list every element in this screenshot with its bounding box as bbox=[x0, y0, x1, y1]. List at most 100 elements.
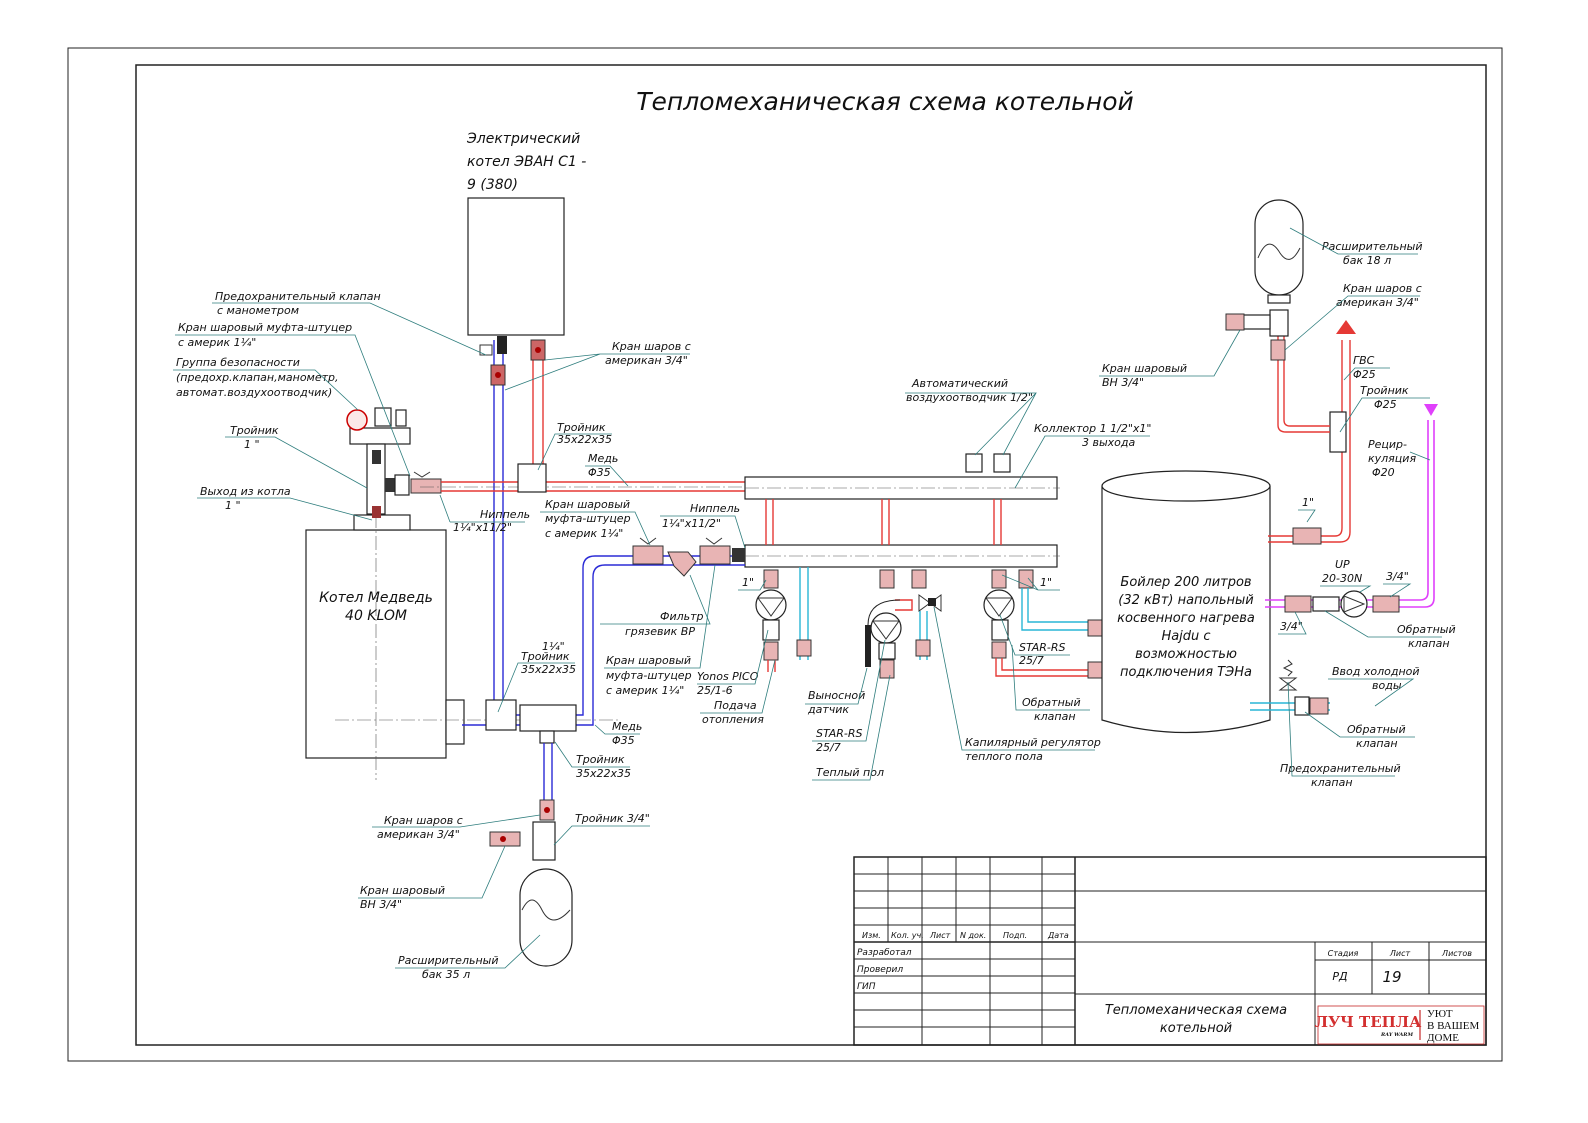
label-tee-25: Тройник bbox=[1360, 384, 1409, 397]
tb-role-checker: Проверил bbox=[857, 965, 903, 975]
dhw-label-4: Hajdu с bbox=[1161, 629, 1210, 644]
tb-header-kol: Кол. уч. bbox=[891, 931, 924, 940]
tee-fitting bbox=[517, 463, 547, 493]
label-collector: Коллектор 1 1/2"x1" bbox=[1034, 422, 1151, 435]
tee-fitting bbox=[1329, 411, 1347, 453]
label-exp-tank-35-2: бак 35 л bbox=[422, 968, 470, 981]
label-pump-star-boiler: STAR-RS bbox=[1019, 641, 1065, 654]
logo-sub: RAY WARM bbox=[1380, 1032, 1413, 1038]
company-logo: ЛУЧ ТЕПЛА RAY WARM УЮТ В ВАШЕМ ДОМЕ bbox=[1315, 1005, 1485, 1045]
label-check-valve-mid: Обратный bbox=[1022, 696, 1081, 709]
pressure-gauge-icon bbox=[346, 409, 368, 431]
label-nipple-left: Ниппель bbox=[480, 508, 530, 521]
label-ball-valve-union-2: с америк 1¼" bbox=[178, 336, 256, 349]
label-size-1in-c: 1" bbox=[1302, 496, 1314, 509]
dhw-label-5: возможностью bbox=[1135, 647, 1237, 662]
expansion-tank-35 bbox=[489, 799, 573, 967]
label-check-valve-mid-2: клапан bbox=[1034, 710, 1076, 723]
tb-sheets-label: Листов bbox=[1441, 949, 1472, 958]
label-tee-34: Тройник 3/4" bbox=[575, 812, 650, 825]
label-size-1in-b: 1" bbox=[1040, 576, 1052, 589]
label-check-valve-recirc: Обратный bbox=[1397, 623, 1456, 636]
logo-name: ЛУЧ ТЕПЛА bbox=[1315, 1013, 1422, 1031]
outer-frame bbox=[67, 47, 1503, 1062]
label-exp-tank-18: Расширительный bbox=[1322, 240, 1422, 253]
label-boiler-outlet: Выход из котла bbox=[200, 485, 291, 498]
return-valves bbox=[632, 537, 745, 577]
pipe-recirculation bbox=[1265, 420, 1429, 601]
air-vent-icon bbox=[374, 407, 392, 427]
label-safety-group-2: (предохр.клапан,манометр, bbox=[176, 371, 339, 384]
label-safety-valve-gauge-2: с манометром bbox=[217, 304, 299, 317]
label-exp-tank-18-2: бак 18 л bbox=[1343, 254, 1391, 267]
remote-sensor-icon bbox=[865, 625, 871, 667]
label-filter-2: грязевик ВР bbox=[625, 625, 695, 638]
collector bbox=[744, 453, 1060, 568]
tb-sheet-label: Лист bbox=[1389, 949, 1411, 958]
label-cold-water-2: воды bbox=[1372, 679, 1402, 692]
tb-drawing-name-2: котельной bbox=[1160, 1021, 1232, 1036]
electric-boiler-label-1: Электрический bbox=[466, 131, 580, 147]
pipe-return-main bbox=[500, 555, 745, 716]
label-tee-35-lower-2: 35x22x35 bbox=[576, 767, 631, 780]
label-nipple-left-2: 1¼"x11/2" bbox=[453, 521, 512, 534]
label-copper-top-2: Φ35 bbox=[588, 466, 611, 479]
label-tee-35-bottom: Тройник bbox=[521, 650, 570, 663]
label-capillary-regulator: Капилярный регулятор bbox=[965, 736, 1101, 749]
label-safety-valve-2: клапан bbox=[1311, 776, 1353, 789]
label-valve-union-low-2: муфта-штуцер bbox=[606, 669, 692, 682]
electric-boiler-label-3: 9 (380) bbox=[467, 177, 518, 193]
label-valve-american-bottom: Кран шаров с bbox=[384, 814, 463, 827]
label-safety-valve-gauge: Предохранительный клапан bbox=[215, 290, 381, 303]
arrow-up-icon bbox=[1336, 320, 1356, 334]
label-tee-35-lower: Тройник bbox=[576, 753, 625, 766]
label-tee-1-2: 1 " bbox=[244, 438, 260, 451]
tb-header-list: Лист bbox=[929, 931, 951, 940]
main-boiler-label-1: Котел Медведь bbox=[319, 590, 433, 606]
label-safety-valve: Предохранительный bbox=[1280, 762, 1401, 775]
electric-boiler-label-2: котел ЭВАН С1 - bbox=[467, 154, 586, 170]
label-recirc-2: куляция bbox=[1368, 452, 1416, 465]
tb-header-ndoc: N док. bbox=[960, 931, 986, 940]
label-nipple-right-2: 1¼"x11/2" bbox=[662, 517, 721, 530]
label-valve-american-right-2: американ 3/4" bbox=[1336, 296, 1419, 309]
label-pump-star-floor-2: 25/7 bbox=[816, 741, 841, 754]
label-valve-union-low: Кран шаровый bbox=[606, 654, 691, 667]
label-pump-up-2: 20-30N bbox=[1322, 572, 1362, 585]
label-valve-union-mid-3: с америк 1¼" bbox=[545, 527, 623, 540]
air-vent-icon bbox=[965, 453, 983, 473]
air-vent-icon bbox=[993, 453, 1011, 473]
label-valve-vn-right-2: ВН 3/4" bbox=[1102, 376, 1144, 389]
label-size-34-a: 3/4" bbox=[1386, 570, 1409, 583]
dhw-label-3: косвенного нагрева bbox=[1117, 611, 1255, 626]
label-boiler-outlet-2: 1 " bbox=[225, 499, 241, 512]
tee-fitting bbox=[519, 704, 577, 732]
label-valve-vn-bottom-2: ВН 3/4" bbox=[360, 898, 402, 911]
label-tee-35-top: Тройник bbox=[557, 421, 606, 434]
logo-slogan-3: ДОМЕ bbox=[1427, 1032, 1459, 1044]
label-nipple-right: Ниппель bbox=[690, 502, 740, 515]
tb-sheet-value: 19 bbox=[1382, 968, 1401, 986]
label-safety-group-3: автомат.воздухоотводчик) bbox=[176, 386, 332, 399]
tb-header-podp: Подп. bbox=[1003, 931, 1027, 940]
label-pump-star-floor: STAR-RS bbox=[816, 727, 862, 740]
tb-role-gip: ГИП bbox=[857, 982, 876, 992]
label-valve-american-top-2: американ 3/4" bbox=[605, 354, 688, 367]
label-pump-yonos: Yonos PICO bbox=[697, 670, 759, 683]
label-recirc-3: Φ20 bbox=[1372, 466, 1395, 479]
ball-valve-icon bbox=[479, 336, 546, 386]
label-valve-american-bottom-2: американ 3/4" bbox=[377, 828, 460, 841]
label-copper-top: Медь bbox=[588, 452, 618, 465]
main-boiler-label-2: 40 KLOM bbox=[345, 608, 407, 624]
label-ball-valve-union: Кран шаровый муфта-штуцер bbox=[178, 321, 352, 334]
label-tee-35-bottom-2: 35x22x35 bbox=[521, 663, 576, 676]
label-heating-supply: Подача bbox=[714, 699, 757, 712]
label-valve-vn-bottom: Кран шаровый bbox=[360, 884, 445, 897]
label-auto-air-vent-2: воздухоотводчик 1/2" bbox=[906, 391, 1033, 404]
label-check-valve-recirc-2: клапан bbox=[1408, 637, 1450, 650]
label-valve-vn-right: Кран шаровый bbox=[1102, 362, 1187, 375]
label-heating-supply-2: отопления bbox=[702, 713, 764, 726]
pipe-dhw bbox=[1268, 340, 1343, 537]
label-check-valve-cold: Обратный bbox=[1347, 723, 1406, 736]
